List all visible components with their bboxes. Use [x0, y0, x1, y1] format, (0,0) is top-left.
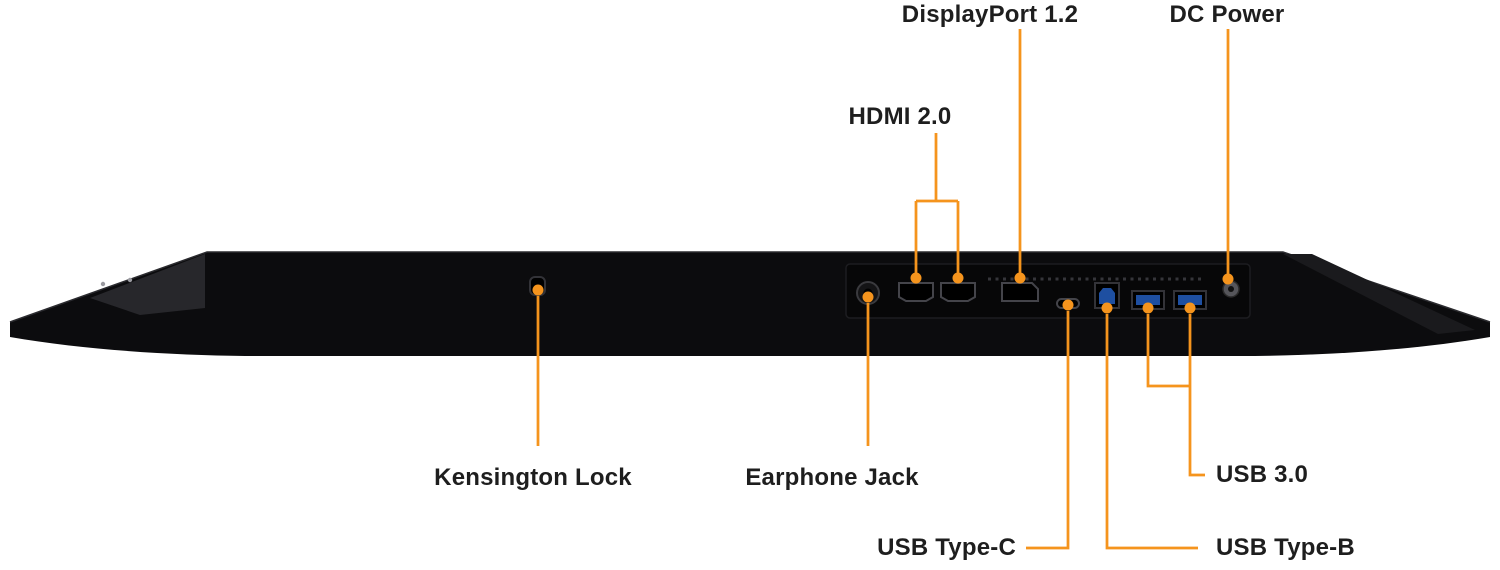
hdmi-1-callout-dot — [910, 272, 922, 284]
hdmi-callout-lines — [914, 133, 960, 273]
usb3-1-callout-dot — [1142, 302, 1154, 314]
usb-b-callout-dot — [1101, 302, 1113, 314]
left-screw-detail-1 — [100, 281, 106, 287]
usb-b-callout-line — [1105, 314, 1198, 550]
dc-power-callout-dot — [1222, 273, 1234, 285]
monitor-top-edge-highlight — [9, 251, 1491, 323]
usb-b-port-tongue — [1099, 288, 1115, 304]
usb3-2-callout-dot — [1184, 302, 1196, 314]
left-screw-detail-2 — [127, 277, 133, 283]
displayport-callout-dot — [1014, 272, 1026, 284]
displayport-port-icon — [1001, 282, 1039, 302]
usb3-port-1-tongue — [1136, 295, 1160, 305]
usb3-label: USB 3.0 — [1216, 461, 1309, 488]
usb-c-callout-dot — [1062, 299, 1074, 311]
usb-type-b-label: USB Type-B — [1216, 534, 1355, 561]
dc-power-pin — [1228, 286, 1234, 292]
kensington-callout-dot — [532, 284, 544, 296]
usb-type-c-label: USB Type-C — [877, 534, 1016, 561]
earphone-jack-label: Earphone Jack — [745, 464, 919, 491]
dc-power-label: DC Power — [1169, 1, 1285, 28]
right-end-facet — [1283, 254, 1475, 334]
left-end-facet — [90, 254, 205, 315]
hdmi-port-2-icon — [940, 282, 976, 302]
hdmi-2-callout-dot — [952, 272, 964, 284]
earphone-callout-dot — [862, 291, 874, 303]
monitor-silhouette — [10, 252, 1490, 356]
hdmi-label: HDMI 2.0 — [848, 103, 952, 130]
usb3-port-2-tongue — [1178, 295, 1202, 305]
usb3-callout-lines — [1146, 314, 1205, 477]
kensington-lock-label: Kensington Lock — [434, 464, 632, 491]
hdmi-port-1-icon — [898, 282, 934, 302]
usb-c-callout-line — [1026, 311, 1070, 550]
displayport-label: DisplayPort 1.2 — [901, 1, 1079, 28]
